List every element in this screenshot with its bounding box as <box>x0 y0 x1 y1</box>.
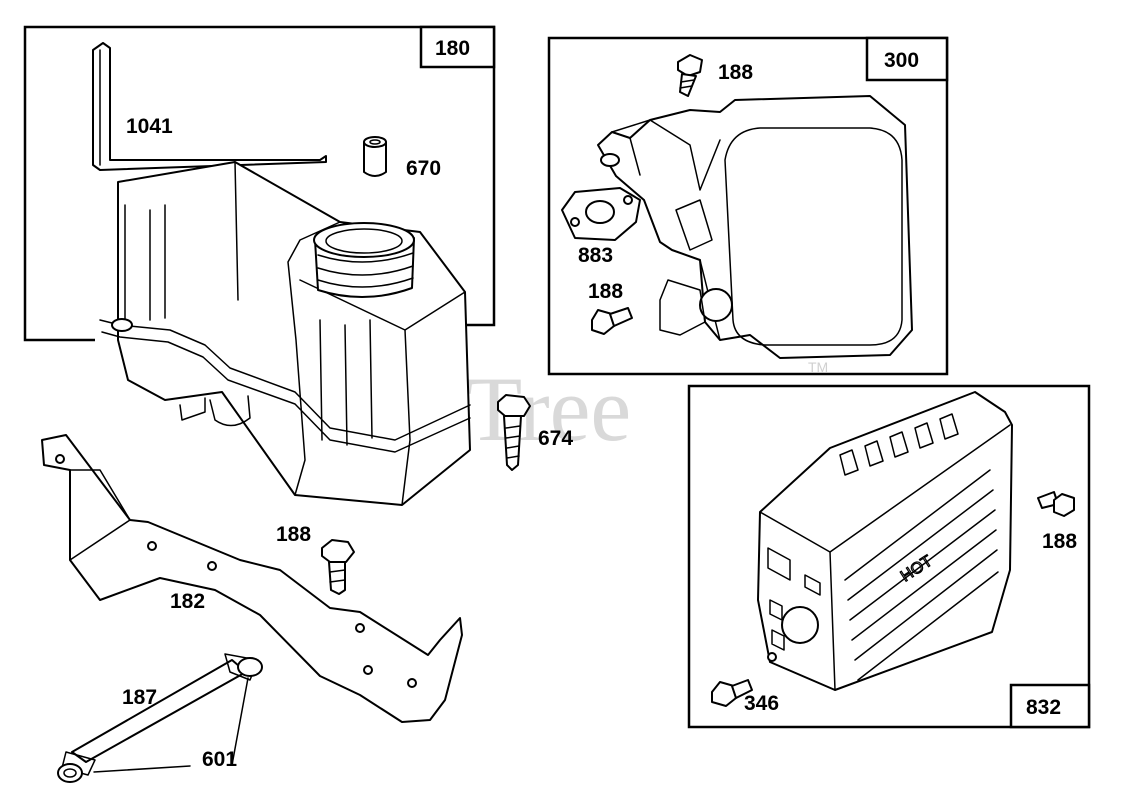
group-832: 832 <box>687 384 1091 729</box>
group-180-tag <box>419 25 496 69</box>
part-188-bolt-muffler[interactable] <box>591 307 633 335</box>
part-883-gasket[interactable] <box>561 187 641 241</box>
group-300-label: 300 <box>884 49 919 72</box>
group-180: 180 <box>23 25 496 342</box>
group-832-label: 832 <box>1026 696 1061 719</box>
group-300: 300 <box>547 36 949 376</box>
part-674-bolt[interactable] <box>497 394 531 471</box>
callout-188-center: 188 <box>276 523 311 546</box>
part-1041-rod[interactable] <box>92 42 327 171</box>
part-346-bolt[interactable] <box>711 679 753 707</box>
muffler[interactable] <box>597 95 913 359</box>
muffler-guard[interactable]: HOT <box>757 391 1013 691</box>
part-187-fuel-hose[interactable] <box>57 653 263 783</box>
group-300-frame <box>547 36 949 376</box>
group-300-tag <box>865 36 949 82</box>
callout-188-right: 188 <box>1042 530 1077 553</box>
callout-601: 601 <box>202 748 237 771</box>
group-832-tag <box>1009 683 1091 729</box>
callout-1041: 1041 <box>126 115 173 138</box>
fuel-tank[interactable] <box>99 161 471 506</box>
callout-188-top: 188 <box>718 61 753 84</box>
callout-670: 670 <box>406 157 441 180</box>
callout-674: 674 <box>538 427 573 450</box>
callout-188-muffler: 188 <box>588 280 623 303</box>
group-180-label: 180 <box>435 37 470 60</box>
group-832-frame <box>687 384 1091 729</box>
part-182-bracket[interactable] <box>41 434 463 723</box>
callout-883: 883 <box>578 244 613 267</box>
callout-346: 346 <box>744 692 779 715</box>
watermark-trademark: TM <box>808 359 828 375</box>
part-670-sleeve[interactable] <box>363 136 387 177</box>
callout-187: 187 <box>122 686 157 709</box>
part-188-bolt-top[interactable] <box>677 54 703 97</box>
callout-601-leaders <box>93 677 249 773</box>
part-188-bolt-right[interactable] <box>1037 491 1075 517</box>
part-188-bolt-center[interactable] <box>321 539 355 595</box>
group-180-frame <box>23 25 496 342</box>
callout-182: 182 <box>170 590 205 613</box>
